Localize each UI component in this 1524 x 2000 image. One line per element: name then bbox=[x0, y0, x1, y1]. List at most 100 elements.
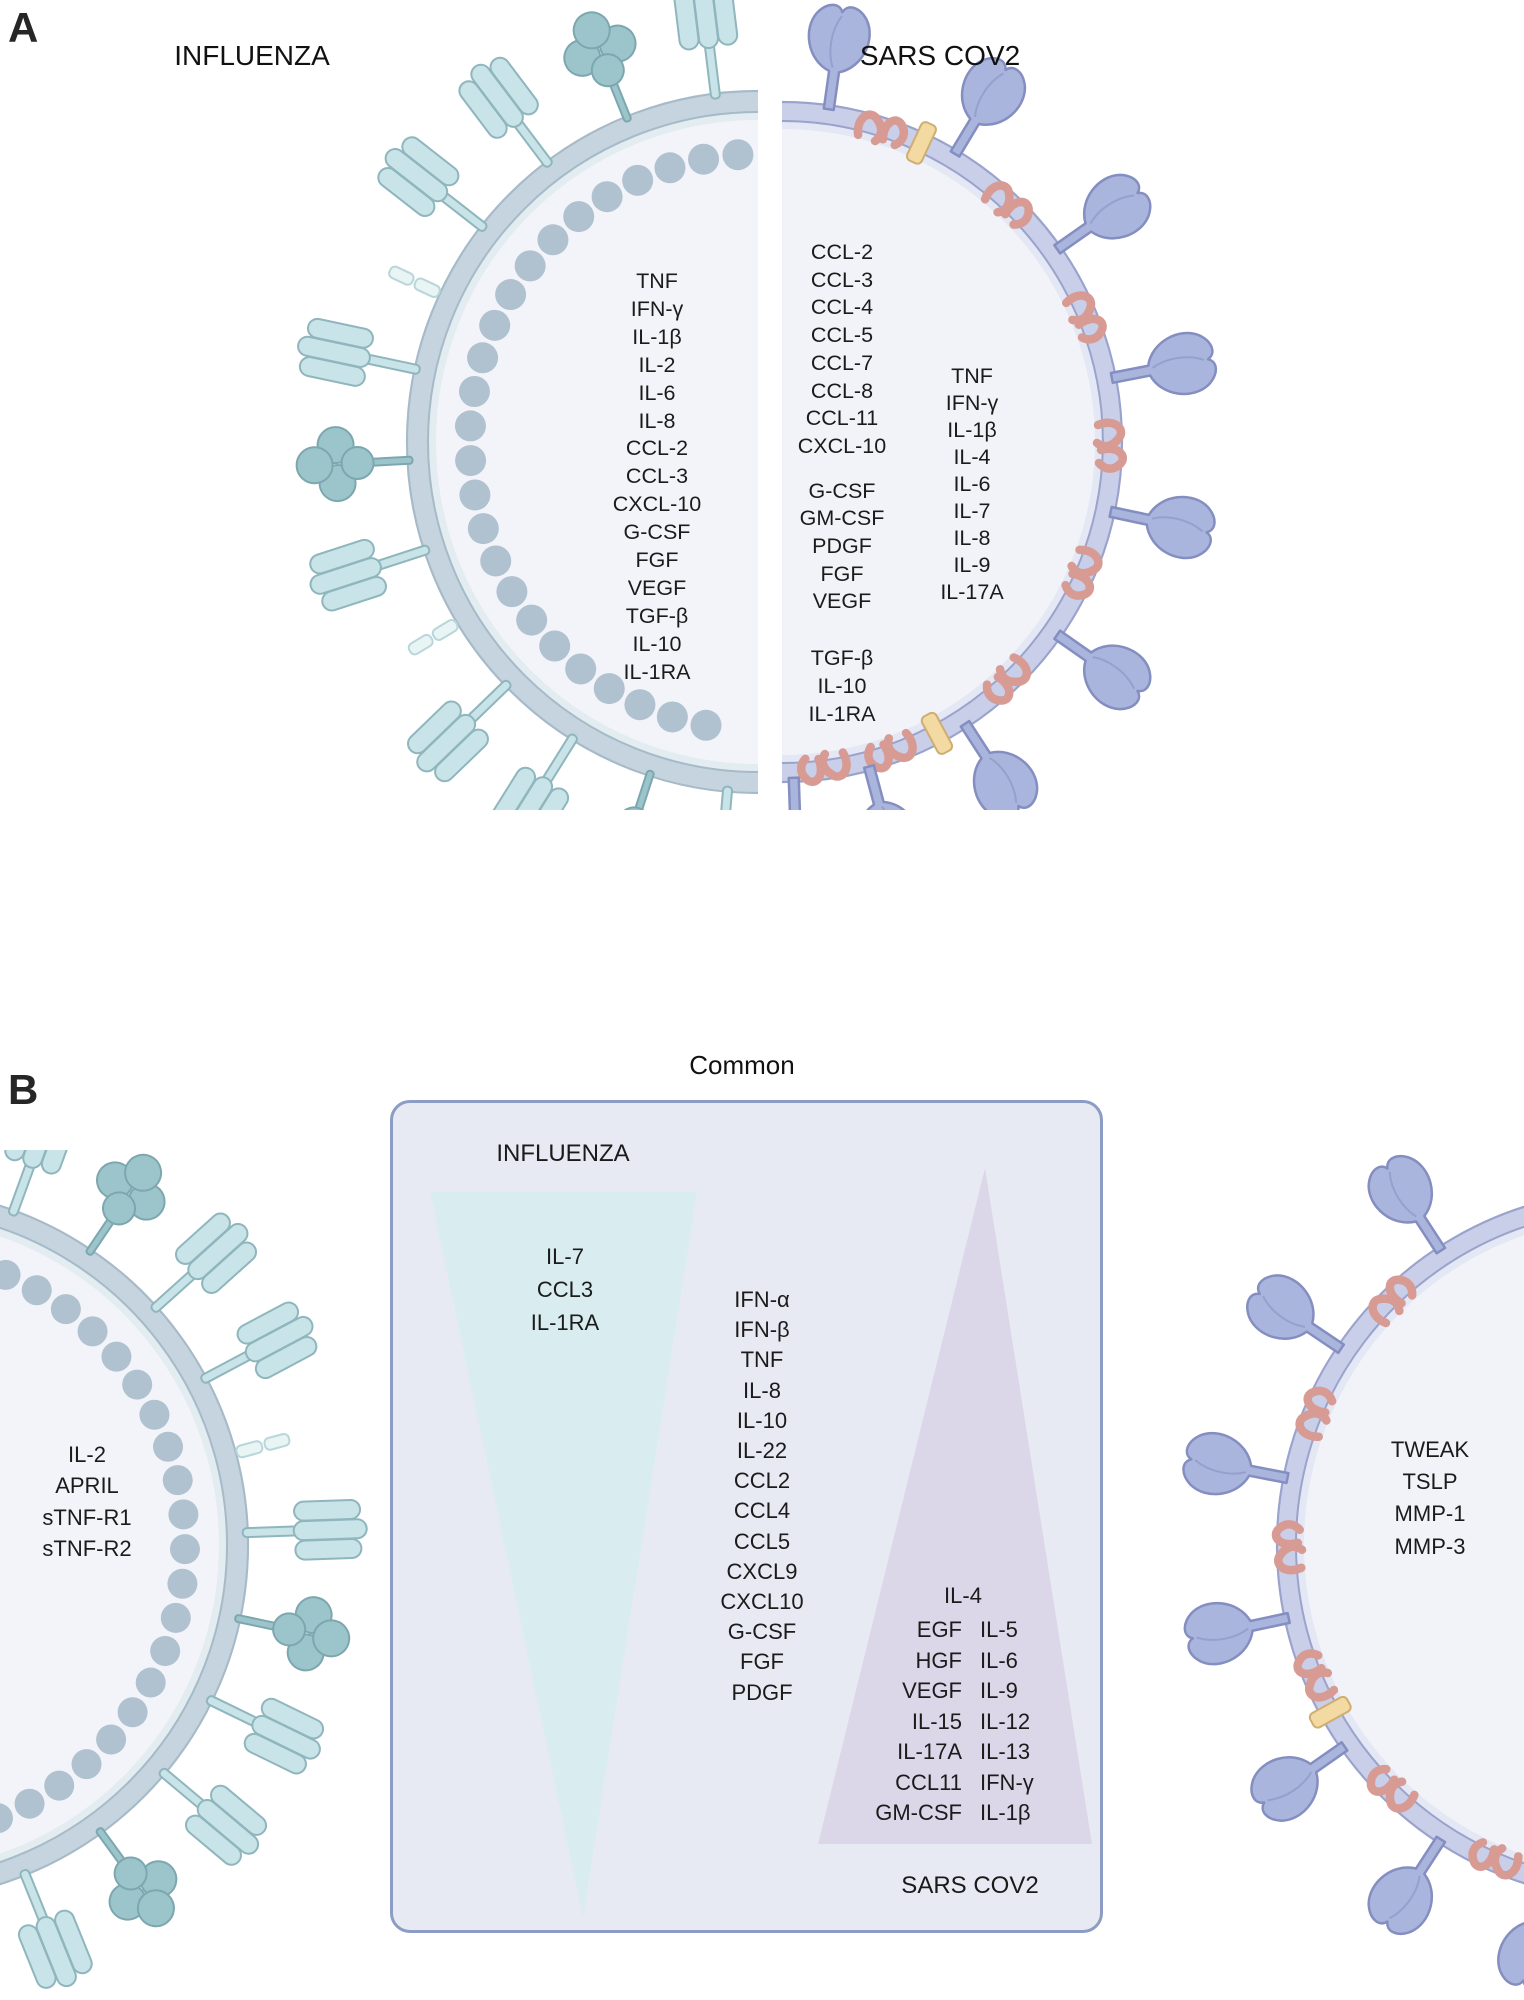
cytokine-item: CCL5 bbox=[733, 1528, 791, 1554]
cytokine-item: CCL11 bbox=[895, 1769, 962, 1795]
cytokine-item: CCL-7 bbox=[810, 350, 874, 375]
cytokine-item: IL-4 bbox=[953, 445, 991, 469]
cytokine-item: IL-1RA bbox=[530, 1310, 600, 1335]
cytokine-item: IFN-γ bbox=[945, 391, 999, 415]
influenza-title: INFLUENZA bbox=[174, 40, 330, 71]
cytokine-item: sTNF-R2 bbox=[42, 1536, 132, 1562]
panel-b-influenza-label: INFLUENZA bbox=[496, 1140, 630, 1167]
cytokine-item: IL-9 bbox=[953, 553, 991, 577]
cytokine-item: IL-1RA bbox=[623, 659, 691, 684]
cytokine-item: GM-CSF bbox=[799, 506, 885, 531]
cytokine-item: IL-9 bbox=[980, 1678, 1018, 1703]
cytokine-item: CCL3 bbox=[536, 1277, 594, 1302]
cytokine-item: MMP-1 bbox=[1394, 1501, 1466, 1527]
cytokine-item: IL-7 bbox=[953, 499, 991, 523]
cytokine-item: HGF bbox=[915, 1647, 962, 1673]
cytokine-item: G-CSF bbox=[623, 520, 691, 545]
cytokine-item: IL-1β bbox=[947, 418, 997, 442]
cytokine-item: IL-10 bbox=[736, 1407, 788, 1433]
cytokine-item: CCL-3 bbox=[625, 464, 689, 489]
cytokine-item: IFN-γ bbox=[630, 296, 684, 321]
cytokine-item: IL-2 bbox=[638, 352, 676, 377]
cytokine-item: TGF-β bbox=[625, 603, 689, 628]
cytokine-item: CCL4 bbox=[733, 1498, 791, 1524]
cytokine-item: IL-10 bbox=[632, 631, 682, 656]
cytokine-item: TGF-β bbox=[810, 646, 874, 671]
cytokine-item: IL-12 bbox=[980, 1708, 1031, 1734]
panel-a-virion-illustration bbox=[291, 0, 1221, 810]
panel-b-label: B bbox=[8, 1066, 39, 1113]
cytokine-item: IL-10 bbox=[817, 673, 867, 698]
panel-b-sars-label: SARS COV2 bbox=[901, 1872, 1039, 1899]
cytokine-item: TSLP bbox=[1402, 1469, 1458, 1495]
cytokine-item: G-CSF bbox=[727, 1619, 797, 1645]
cytokine-item: CXCL-10 bbox=[612, 492, 702, 517]
cytokine-item: CCL-4 bbox=[810, 295, 874, 320]
panel-a-label: A bbox=[8, 4, 39, 51]
cytokine-item: CCL-5 bbox=[810, 323, 874, 348]
cytokine-item: IFN-γ bbox=[980, 1769, 1034, 1795]
cytokine-item: TNF bbox=[740, 1347, 784, 1373]
sars-cov2-virion-partial bbox=[1178, 1150, 1524, 1996]
sars-cov2-title: SARS COV2 bbox=[859, 40, 1021, 71]
cytokine-item: IL-2 bbox=[68, 1442, 106, 1467]
cytokine-item: FGF bbox=[820, 561, 864, 586]
cytokine-item: IL-8 bbox=[638, 408, 676, 433]
cytokine-item: sTNF-R1 bbox=[42, 1504, 132, 1530]
cytokine-item: GM-CSF bbox=[875, 1800, 962, 1825]
cytokine-item: IL-17A bbox=[897, 1739, 962, 1764]
cytokine-item: IL-1β bbox=[632, 324, 682, 349]
cytokine-item: IL-6 bbox=[980, 1647, 1018, 1673]
cytokine-item: IL-1β bbox=[980, 1800, 1031, 1825]
influenza-virion-partial bbox=[0, 1150, 369, 1998]
cytokine-item: CXCL9 bbox=[726, 1558, 798, 1584]
cytokine-item: IL-8 bbox=[953, 526, 991, 550]
cytokine-item: IL-7 bbox=[546, 1244, 584, 1269]
cytokine-item: IL-8 bbox=[743, 1377, 781, 1403]
sars-elevated-apex-item: IL-4 bbox=[944, 1583, 982, 1608]
cytokine-item: VEGF bbox=[812, 589, 872, 614]
cytokine-item: FGF bbox=[635, 548, 679, 573]
cytokine-item: CXCL-10 bbox=[797, 433, 887, 458]
cytokine-item: IL-5 bbox=[980, 1617, 1018, 1642]
cytokine-item: IL-6 bbox=[953, 472, 991, 496]
cytokine-item: MMP-3 bbox=[1394, 1533, 1466, 1559]
cytokine-item: IFN-β bbox=[734, 1317, 790, 1343]
cytokine-item: IL-13 bbox=[980, 1739, 1031, 1764]
cytokine-item: CCL-8 bbox=[810, 378, 874, 403]
cytokine-item: IL-22 bbox=[736, 1438, 788, 1464]
cytokine-item: TWEAK bbox=[1390, 1437, 1470, 1462]
cytokine-item: EGF bbox=[916, 1617, 962, 1642]
cytokine-item: CXCL10 bbox=[720, 1589, 804, 1615]
cytokine-item: FGF bbox=[740, 1649, 784, 1675]
cytokine-item: IL-1RA bbox=[808, 701, 876, 726]
cytokine-item: PDGF bbox=[812, 534, 872, 559]
cytokine-item: CCL-11 bbox=[805, 406, 879, 431]
cytokine-item: IFN-α bbox=[734, 1287, 790, 1312]
cytokine-item: TNF bbox=[636, 269, 678, 293]
cytokine-item: PDGF bbox=[731, 1679, 793, 1705]
cytokine-item: VEGF bbox=[627, 575, 687, 600]
cytokine-item: IL-15 bbox=[911, 1708, 962, 1734]
cytokine-item: G-CSF bbox=[808, 478, 876, 503]
cytokine-item: CCL2 bbox=[733, 1468, 791, 1494]
cytokine-item: IL-17A bbox=[940, 580, 1004, 604]
cytokine-item: VEGF bbox=[902, 1678, 962, 1703]
common-title: Common bbox=[689, 1050, 795, 1080]
cytokine-item: CCL-2 bbox=[810, 240, 874, 264]
cytokine-item: TNF bbox=[951, 364, 993, 388]
